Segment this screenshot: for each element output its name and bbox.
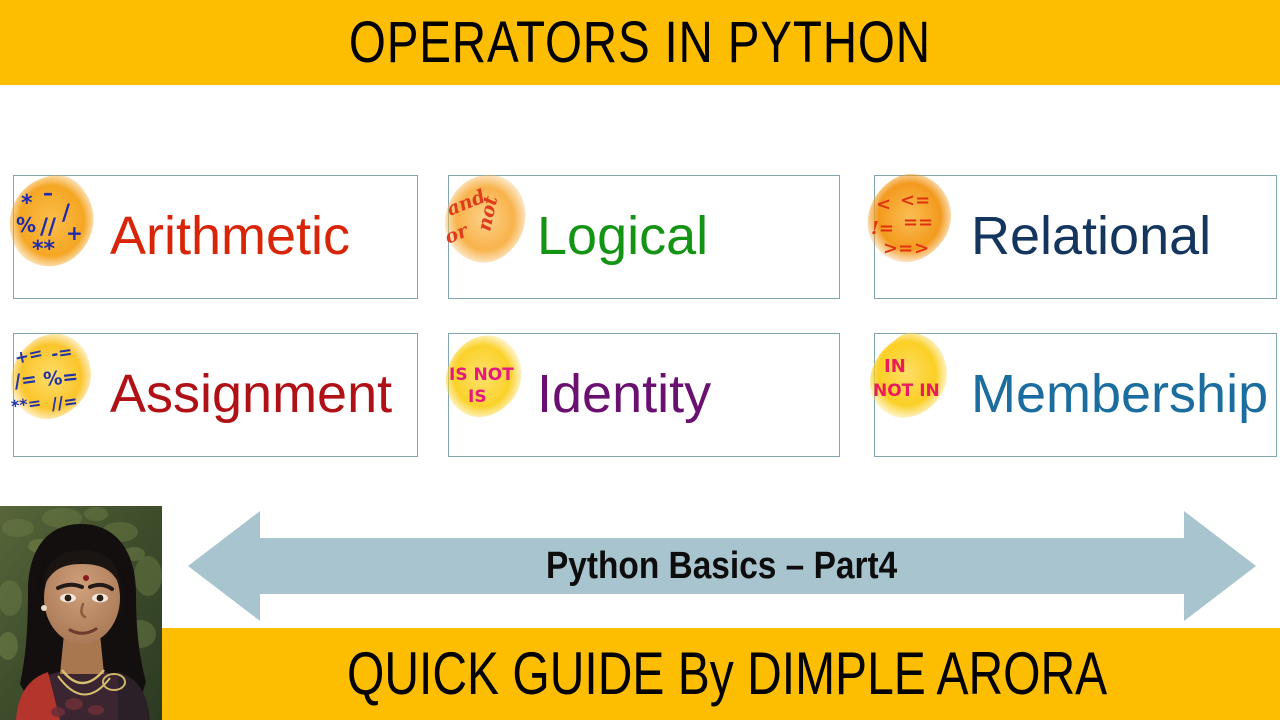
double-arrow-banner: Python Basics – Part4: [188, 505, 1256, 627]
footer-title-wrap: QUICK GUIDE By DIMPLE ARORA: [175, 628, 1280, 720]
operator-card-assignment[interactable]: Assignment: [13, 333, 418, 457]
page-title: OPERATORS IN PYTHON: [349, 9, 931, 75]
operator-card-label: Relational: [971, 205, 1212, 266]
banner-text-wrap: Python Basics – Part4: [188, 505, 1256, 627]
operator-card-label: Logical: [537, 205, 709, 266]
operator-card-relational[interactable]: Relational: [874, 175, 1277, 299]
operator-card-label: Membership: [971, 363, 1269, 424]
operator-card-label: Arithmetic: [110, 205, 351, 266]
operator-card-label: Identity: [537, 363, 712, 424]
operator-card-membership[interactable]: Membership: [874, 333, 1277, 457]
footer-title: QUICK GUIDE By DIMPLE ARORA: [347, 640, 1108, 707]
operator-card-logical[interactable]: Logical: [448, 175, 840, 299]
footer-banner: [0, 628, 1280, 720]
operator-card-label: Assignment: [110, 363, 393, 424]
banner-text: Python Basics – Part4: [546, 544, 898, 587]
operator-cards-grid: Arithmetic * – % // / + ** L: [0, 170, 1280, 470]
operator-card-arithmetic[interactable]: Arithmetic: [13, 175, 418, 299]
header-banner: OPERATORS IN PYTHON: [0, 0, 1280, 85]
presenter-photo: [0, 506, 162, 720]
operator-card-identity[interactable]: Identity: [448, 333, 840, 457]
